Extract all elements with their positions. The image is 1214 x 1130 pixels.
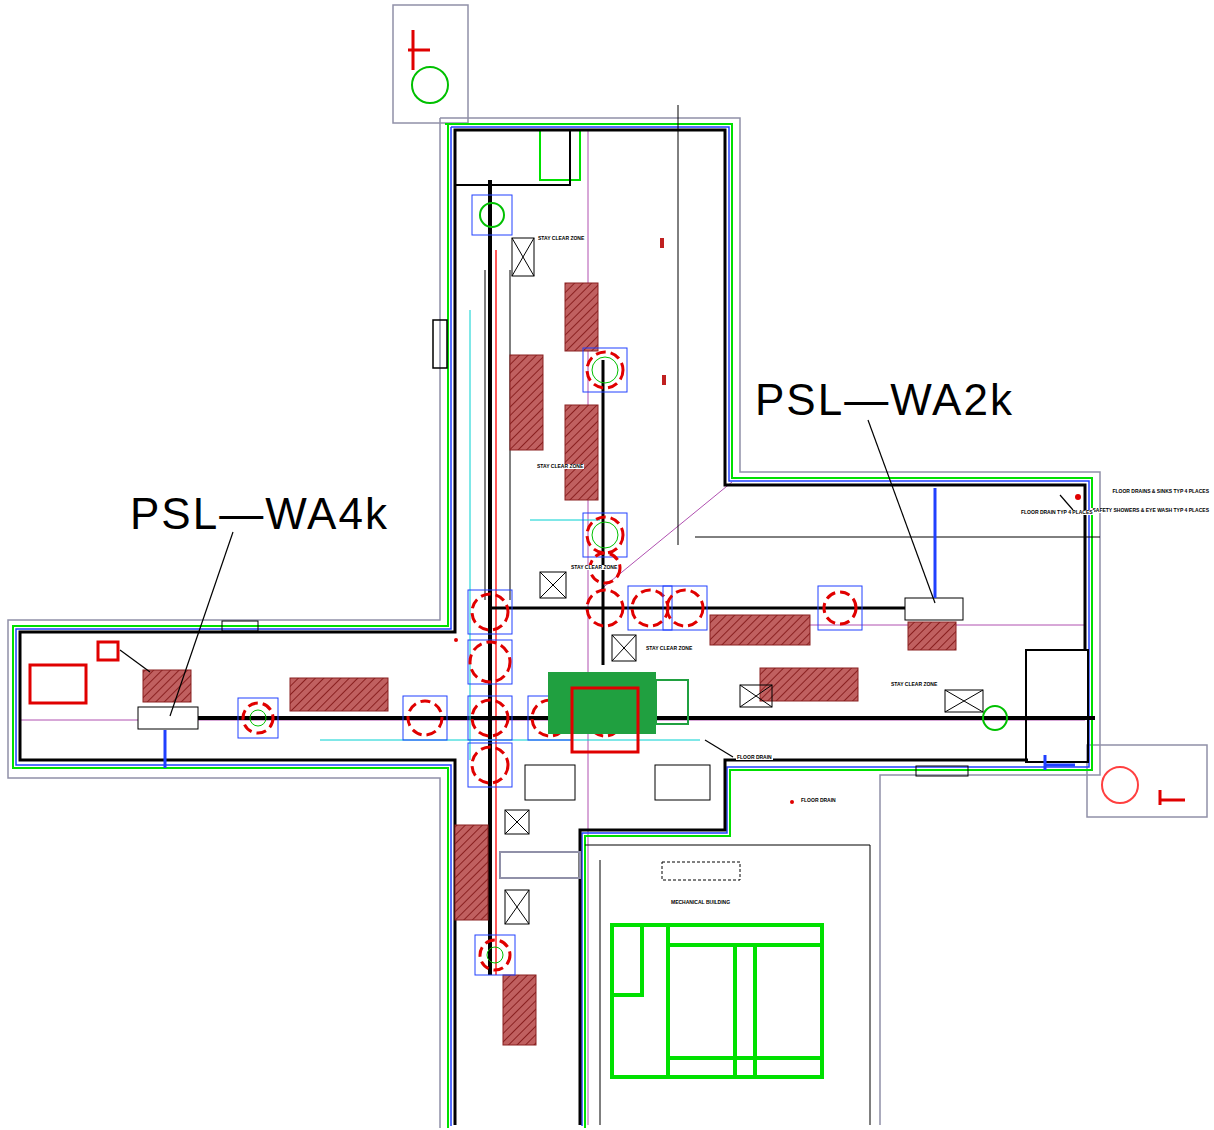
zone-note: STAY CLEAR ZONE [645,646,693,651]
drain-note: FLOOR DRAIN [800,798,837,803]
drain-note: FLOOR DRAIN [736,755,773,760]
safety-note: SAFETY SHOWERS & EYE WASH TYP 4 PLACES [1091,508,1210,513]
callout-label: PSL—WA4k [130,492,389,536]
callout-label: PSL—WA2k [755,378,1014,422]
drain-note: FLOOR DRAINS & SINKS TYP 4 PLACES [1111,489,1210,494]
zone-note: STAY CLEAR ZONE [536,464,584,469]
zone-note: STAY CLEAR ZONE [890,682,938,687]
zone-note: STAY CLEAR ZONE [537,236,585,241]
drain-note: FLOOR DRAIN TYP 4 PLACES [1020,510,1094,515]
building-name: MECHANICAL BUILDING [670,900,731,905]
zone-note: STAY CLEAR ZONE [570,565,618,570]
